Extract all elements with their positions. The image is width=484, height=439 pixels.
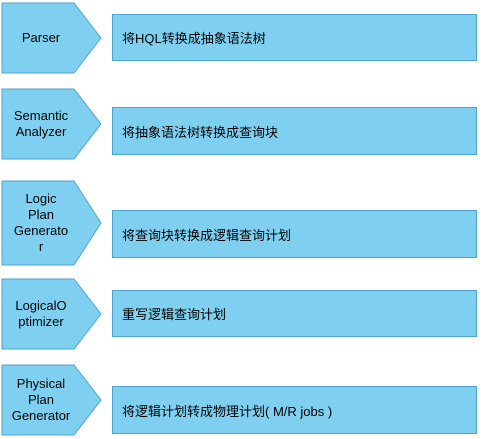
chevron-shape — [1, 180, 102, 266]
chevron-shape — [1, 88, 102, 160]
stage-label: Logic Plan Generato r — [13, 191, 69, 254]
stage-label: Physical Plan Generator — [11, 376, 71, 423]
stage-label: Parser — [21, 30, 61, 45]
stage-label: LogicalO ptimizer — [15, 298, 67, 329]
stage-parser: Parser 将HQL转换成抽象语法树 — [0, 2, 484, 74]
stage-description: 将抽象语法树转换成查询块 — [112, 107, 477, 155]
stage-description: 将HQL转换成抽象语法树 — [112, 14, 477, 61]
stage-logic-plan-generator: Logic Plan Generato r 将查询块转换成逻辑查询计划 — [0, 180, 484, 266]
stage-physical-plan-generator: Physical Plan Generator 将逻辑计划转成物理计划( M/R… — [0, 364, 484, 436]
chevron-shape — [1, 364, 102, 436]
stage-description: 将逻辑计划转成物理计划( M/R jobs ) — [112, 386, 477, 434]
chevron-shape — [1, 278, 102, 350]
stage-semantic-analyzer: Semantic Analyzer 将抽象语法树转换成查询块 — [0, 88, 484, 160]
stage-description: 重写逻辑查询计划 — [112, 290, 477, 337]
chevron-shape — [1, 2, 102, 74]
stage-label: Semantic Analyzer — [13, 108, 69, 139]
stage-description: 将查询块转换成逻辑查询计划 — [112, 210, 477, 258]
stage-logical-optimizer: LogicalO ptimizer 重写逻辑查询计划 — [0, 278, 484, 350]
